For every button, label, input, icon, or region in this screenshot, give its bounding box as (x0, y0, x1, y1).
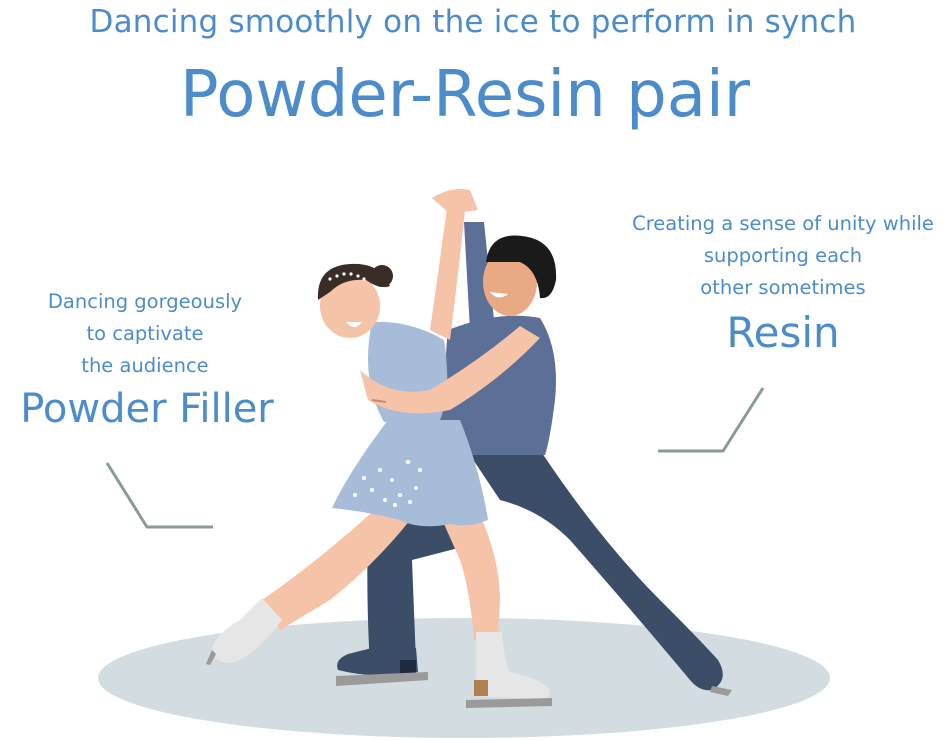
female-right-skate-blade (466, 698, 552, 708)
elbow-line (371, 399, 387, 403)
female-left-skate-blade (206, 650, 216, 665)
resin-label: Resin (726, 308, 840, 357)
resin-description: Creating a sense of unity while supporti… (620, 208, 946, 304)
female-right-skate (476, 632, 550, 700)
male-smile (490, 292, 508, 298)
powder-filler-leader-line (105, 462, 213, 529)
page-title: Powder-Resin pair (179, 58, 751, 132)
male-boot-heel (400, 660, 416, 674)
resin-leader-line (658, 387, 765, 453)
female-skate-heel (474, 680, 488, 696)
male-back-skate-blade (710, 686, 732, 696)
description-line: Dancing gorgeously (47, 290, 243, 313)
description-line: other sometimes (700, 276, 866, 299)
dress-sparkles (353, 460, 422, 507)
description-line: to captivate (86, 322, 204, 345)
female-face (320, 274, 380, 338)
ice-rink (98, 618, 830, 738)
description-line: supporting each (703, 244, 863, 267)
joined-hands (432, 189, 478, 214)
powder-filler-description: Dancing gorgeously to captivate the audi… (0, 286, 290, 382)
male-boot (337, 648, 418, 676)
female-left-leg (262, 505, 418, 630)
female-raised-arm (430, 200, 466, 340)
female-smile (346, 322, 362, 327)
male-right-leg (470, 450, 723, 691)
subtitle: Dancing smoothly on the ice to perform i… (89, 4, 857, 40)
male-left-leg (367, 520, 470, 665)
female-hair-bun (371, 265, 393, 287)
description-line: Creating a sense of unity while (632, 212, 934, 235)
description-line: the audience (81, 354, 209, 377)
powder-filler-label: Powder Filler (20, 386, 274, 432)
male-face (483, 248, 537, 316)
male-hair (486, 235, 557, 299)
female-right-leg (440, 515, 500, 640)
male-skate-blade (336, 672, 428, 686)
female-embracing-arm (360, 326, 540, 414)
male-raised-arm (464, 222, 494, 330)
female-left-skate (212, 598, 282, 663)
female-dress-skirt (332, 420, 488, 527)
hair-pearls (328, 272, 366, 281)
